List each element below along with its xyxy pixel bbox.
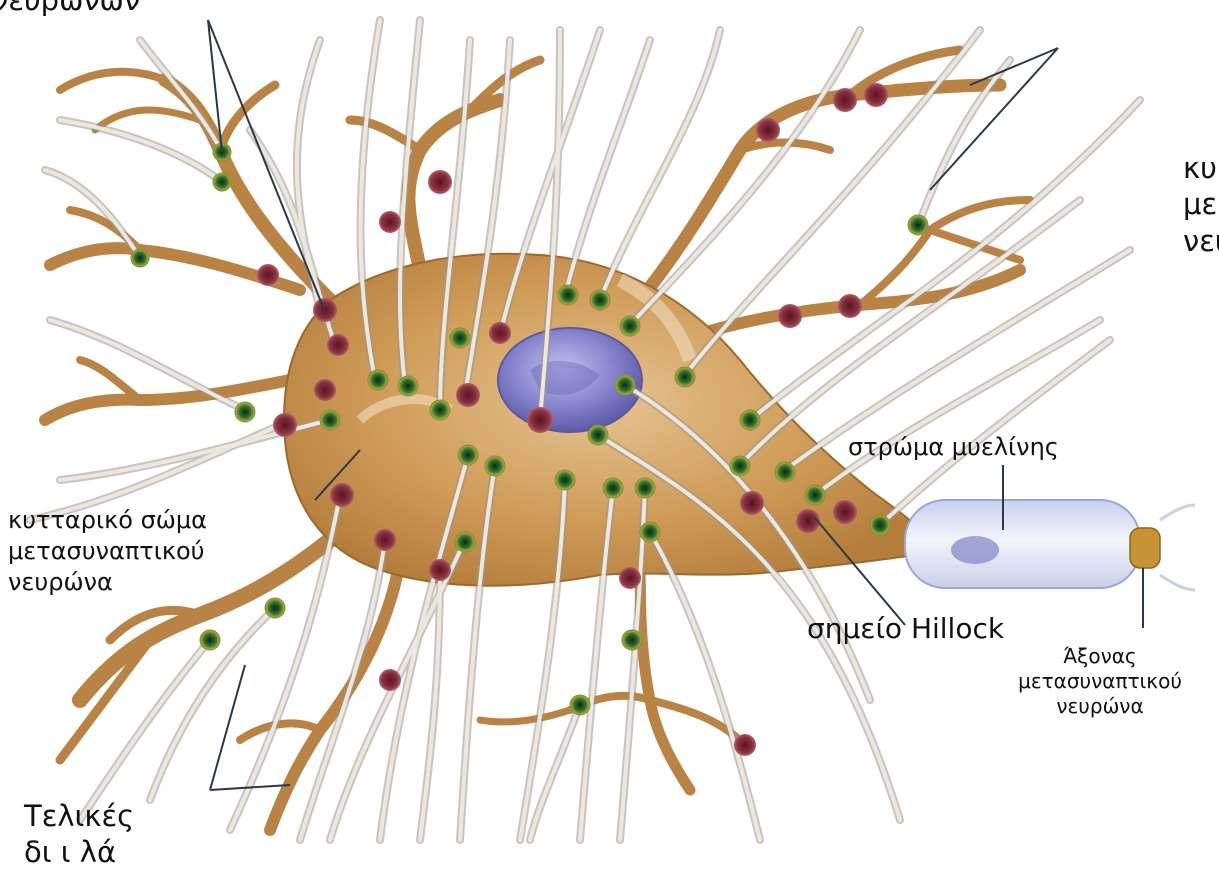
label-axon-line-2: μετασυναπτικού [985, 669, 1215, 694]
label-axon-line-1: Άξονας [985, 644, 1215, 669]
myelin-sheath [905, 500, 1140, 588]
label-axon-line-3: νευρώνα [985, 694, 1215, 719]
label-top-right-line-1: κυ [1183, 150, 1219, 186]
label-top-right-line-3: νευ [1183, 223, 1219, 259]
label-top-right-partial: κυ με νευ [1183, 150, 1219, 259]
label-cell-body-line-3: νευρώνα [8, 567, 207, 598]
label-hillock: σημείο Hillock [807, 612, 1004, 645]
label-terminals-line-2: δι ι λά [24, 834, 134, 870]
label-terminals-partial: Τελικές δι ι λά [24, 798, 134, 871]
label-top-right-line-2: με [1183, 186, 1219, 222]
label-cell-body-line-1: κυτταρικό σώμα [8, 505, 207, 536]
axon-segment [1130, 528, 1160, 568]
label-cell-body-line-2: μετασυναπτικού [8, 536, 207, 567]
label-cell-body: κυτταρικό σώμα μετασυναπτικού νευρώνα [8, 505, 207, 599]
label-axon: Άξονας μετασυναπτικού νευρώνα [985, 644, 1215, 719]
label-terminals-line-1: Τελικές [24, 798, 134, 834]
label-myelin: στρώμα μυελίνης [848, 432, 1059, 463]
label-top-left-partial: νευρώνων [0, 0, 140, 15]
